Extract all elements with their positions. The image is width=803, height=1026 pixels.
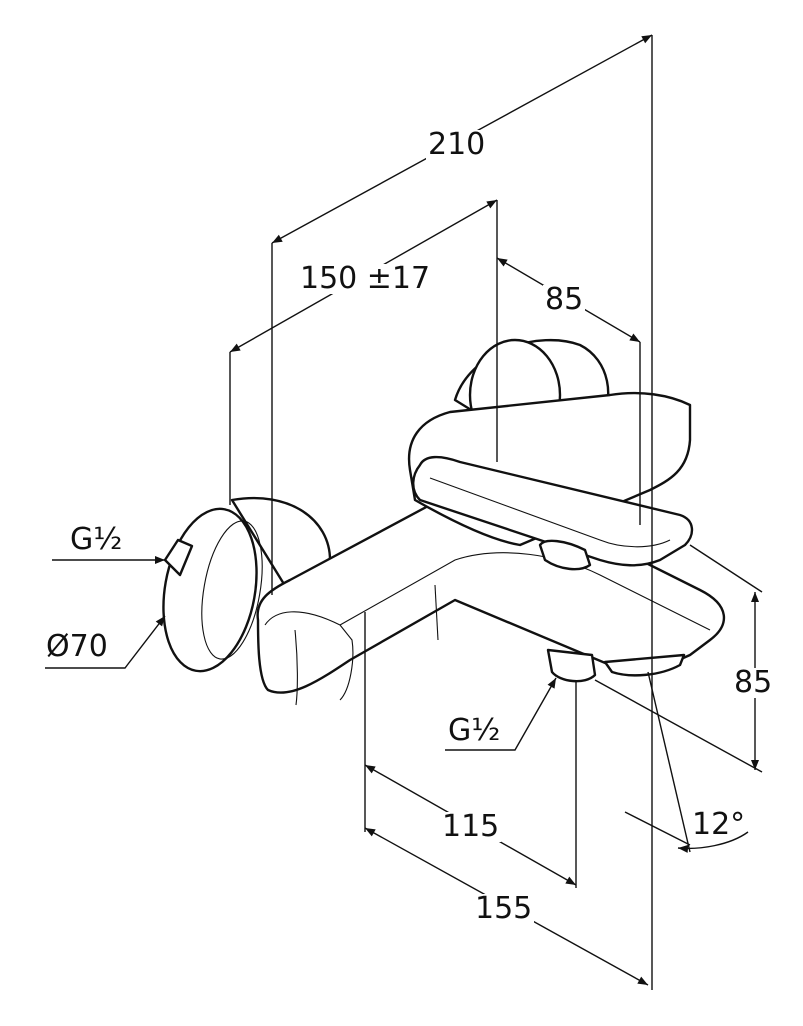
dimension-label-150: 150 ±17 — [298, 261, 433, 296]
label-rosette-diameter: Ø70 — [46, 629, 108, 664]
dimension-label-210: 210 — [426, 127, 488, 162]
label-inlet-thread: G½ — [70, 522, 123, 557]
dimension-label-85-handle: 85 — [543, 282, 586, 317]
dimension-label-angle: 12° — [692, 807, 746, 842]
dimension-label-155: 155 — [473, 891, 535, 926]
faucet-body — [162, 338, 726, 706]
label-outlet-thread: G½ — [448, 713, 501, 748]
dimension-label-115: 115 — [440, 809, 502, 844]
dimension-label-85-height: 85 — [732, 665, 775, 700]
